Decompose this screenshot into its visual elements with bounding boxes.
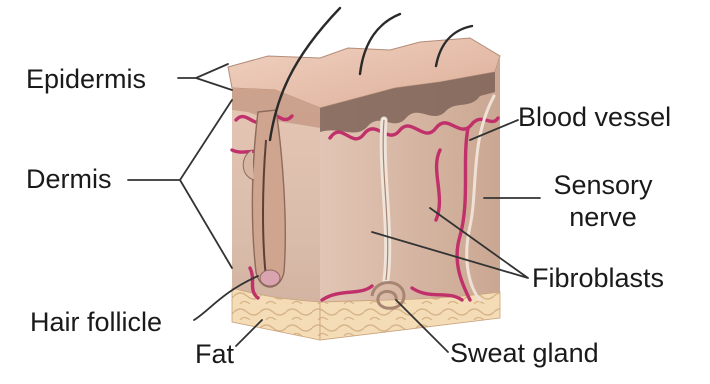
epidermis-leader bbox=[178, 64, 232, 90]
dermis-leader bbox=[128, 100, 232, 268]
label-dermis: Dermis bbox=[26, 166, 112, 193]
label-hair-follicle: Hair follicle bbox=[30, 309, 162, 336]
label-sweat-gland: Sweat gland bbox=[450, 340, 599, 367]
label-sensory-nerve-line2: nerve bbox=[544, 204, 662, 231]
label-fat: Fat bbox=[195, 341, 234, 368]
label-blood-vessel: Blood vessel bbox=[518, 104, 671, 131]
label-fibroblasts: Fibroblasts bbox=[532, 265, 664, 292]
label-sensory-nerve-line1: Sensory bbox=[544, 172, 662, 199]
label-epidermis: Epidermis bbox=[26, 66, 146, 93]
